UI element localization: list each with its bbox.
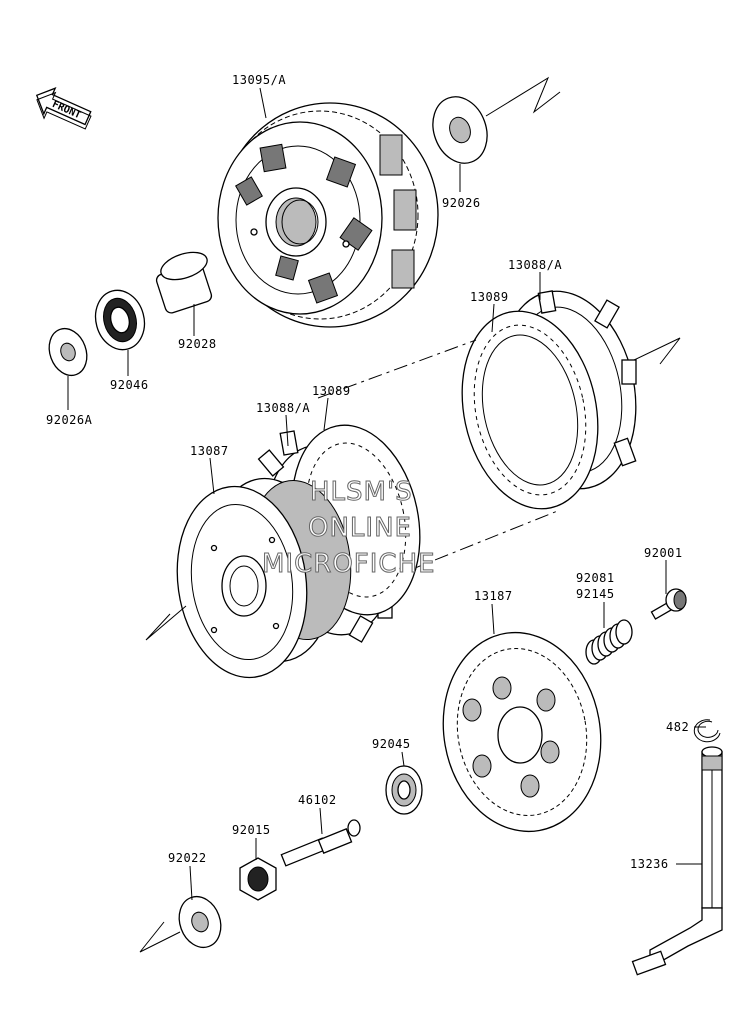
label-92081: 92081 [576, 571, 615, 585]
clutch-hub-13087 [176, 477, 352, 679]
front-direction-arrow: FRONT [35, 87, 92, 130]
label-92001: 92001 [644, 546, 683, 560]
label-92028: 92028 [178, 337, 217, 351]
ball-bearing-92045 [385, 765, 423, 815]
nut-92015 [239, 857, 277, 901]
label-46102: 46102 [298, 793, 337, 807]
steel-plate-13089-top [461, 310, 599, 510]
label-13095A: 13095/A [232, 73, 286, 87]
label-92022: 92022 [168, 851, 207, 865]
label-13089-top: 13089 [470, 290, 509, 304]
watermark-line3: MICROFICHE [262, 549, 436, 579]
label-482: 482 [666, 720, 689, 734]
label-13088A-mid: 13088/A [256, 401, 310, 415]
pressure-plate-13187 [442, 631, 602, 833]
label-13089-mid: 13089 [312, 384, 351, 398]
washer-92022 [178, 895, 222, 949]
washer-92026A [48, 327, 88, 377]
label-92145: 92145 [576, 587, 615, 601]
label-13087: 13087 [190, 444, 229, 458]
spring-92081-92145 [585, 619, 633, 665]
watermark-line2: ONLINE [308, 513, 412, 543]
circlip-482 [693, 719, 721, 743]
clutch-housing-13095A [217, 102, 439, 328]
push-rod-46102 [280, 819, 361, 867]
release-shaft-13236 [631, 746, 723, 976]
watermark: HLSM'S ONLINE MICROFICHE [262, 477, 436, 580]
watermark-line1: HLSM'S [310, 477, 413, 507]
washer-92026 [432, 96, 488, 164]
part-labels: 13095/A 92026 92028 92046 92026A 13088/A… [46, 73, 689, 871]
label-92026: 92026 [442, 196, 481, 210]
sleeve-92028 [155, 251, 213, 314]
label-92045: 92045 [372, 737, 411, 751]
leader-lines [67, 87, 706, 901]
label-92046: 92046 [110, 378, 149, 392]
label-13187: 13187 [474, 589, 513, 603]
label-92026A: 92026A [46, 413, 93, 427]
bolt-92001 [650, 588, 687, 620]
needle-bearing-92046 [94, 289, 146, 351]
label-13088A-top: 13088/A [508, 258, 562, 272]
label-92015: 92015 [232, 823, 271, 837]
label-13236: 13236 [630, 857, 669, 871]
